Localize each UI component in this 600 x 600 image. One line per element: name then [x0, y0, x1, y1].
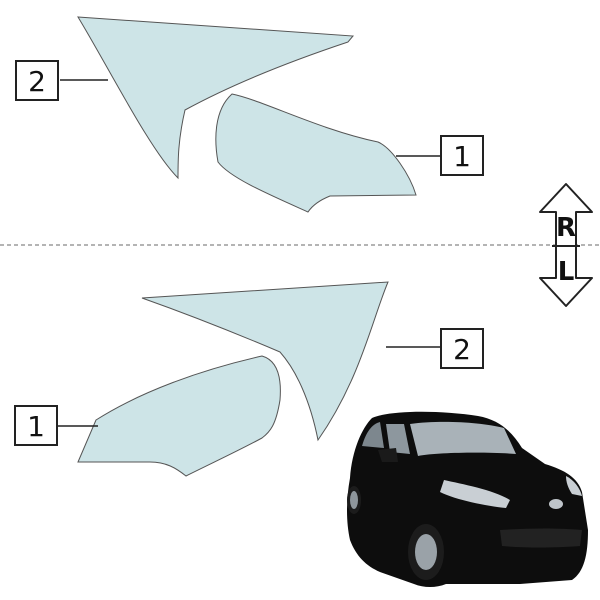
- callout-box-upper-2: [15, 60, 59, 101]
- film-piece-lower-2: [141, 281, 389, 442]
- film-piece-upper-2: [77, 16, 355, 180]
- arrow-letter-right: R: [556, 213, 576, 243]
- callout-label-upper-1: 1: [453, 140, 471, 173]
- callout-box-upper-1: [440, 135, 484, 176]
- callout-label-upper-2: 2: [28, 65, 46, 98]
- car-icon: [347, 411, 588, 587]
- film-piece-upper-1: [215, 93, 417, 213]
- callout-label-lower-2: 2: [453, 333, 471, 366]
- arrow-letter-left: L: [558, 257, 575, 287]
- callout-label-lower-1: 1: [27, 410, 45, 443]
- callout-box-lower-2: [440, 328, 484, 369]
- film-piece-lower-1: [77, 355, 281, 477]
- callout-box-lower-1: [14, 405, 58, 446]
- up-down-arrow-icon: [539, 183, 593, 307]
